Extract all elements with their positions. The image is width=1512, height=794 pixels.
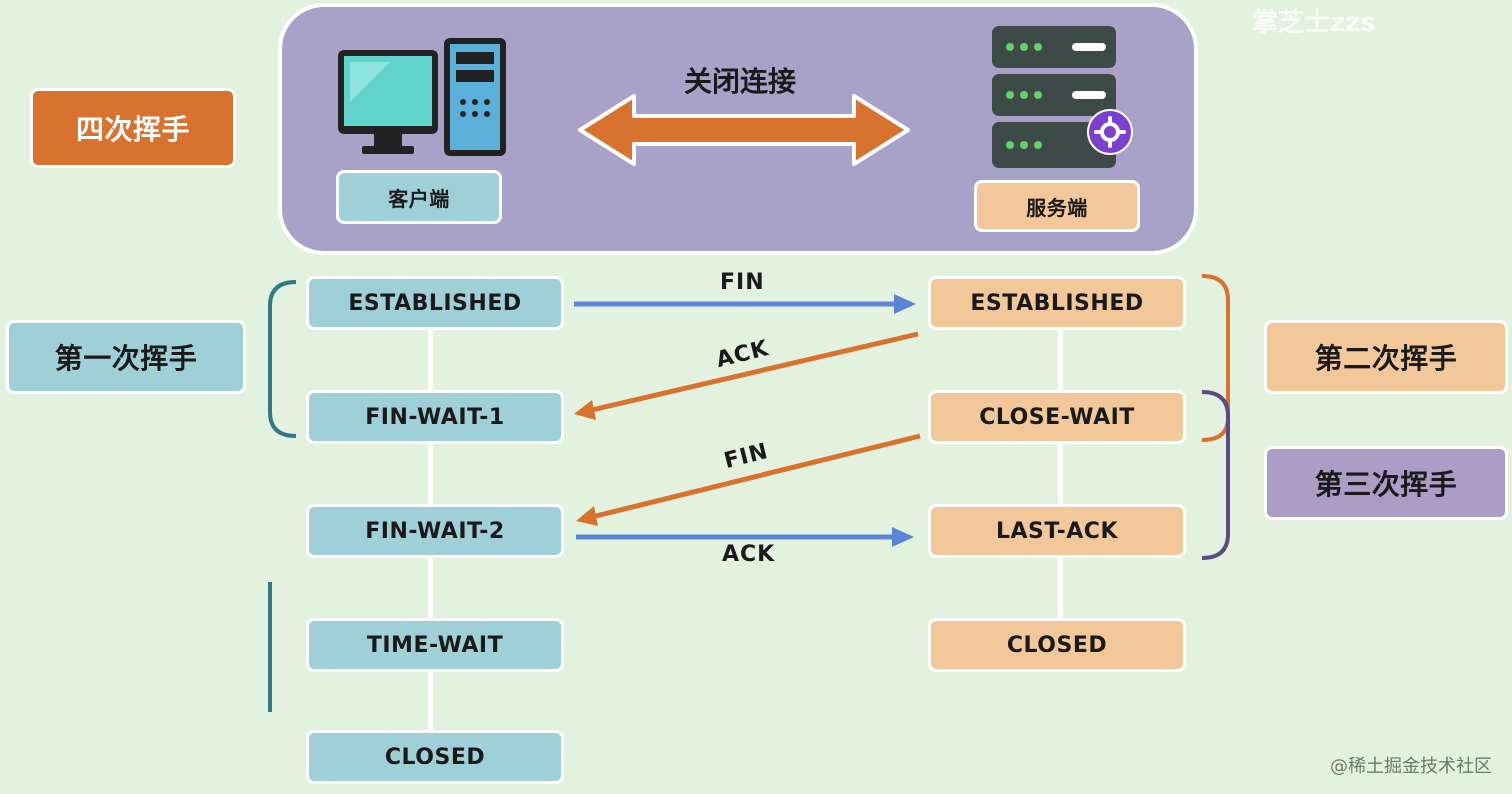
client-state-time-wait: TIME-WAIT: [306, 618, 564, 672]
server-label: 服务端: [974, 180, 1140, 232]
title-badge: 四次挥手: [30, 88, 236, 168]
ack-label-2: ACK: [722, 542, 776, 567]
server-timeline: [1058, 330, 1063, 622]
client-state-fin-wait-2: FIN-WAIT-2: [306, 504, 564, 558]
server-state-close-wait: CLOSE-WAIT: [928, 390, 1186, 444]
client-state-fin-wait-1: FIN-WAIT-1: [306, 390, 564, 444]
fin-arrow-1: [574, 294, 916, 314]
second-wave-bracket: [1201, 274, 1230, 442]
top-watermark: 掌芝士zzs: [1252, 8, 1376, 38]
ack-arrow-2: [576, 527, 914, 547]
server-state-last-ack: LAST-ACK: [928, 504, 1186, 558]
third-wave-bracket: [1201, 390, 1230, 560]
first-wave-label: 第一次挥手: [6, 320, 246, 394]
client-computer-icon: [338, 38, 506, 156]
fin-arrow-2: [576, 433, 921, 526]
server-state-closed: CLOSED: [928, 618, 1186, 672]
client-state-closed: CLOSED: [306, 730, 564, 784]
server-state-established: ESTABLISHED: [928, 276, 1186, 330]
ack-arrow-1: [574, 331, 919, 420]
first-wave-bracket: [268, 280, 297, 438]
fin-label-1: FIN: [720, 270, 765, 295]
bottom-watermark: @稀土掘金技术社区: [1330, 756, 1492, 777]
client-label: 客户端: [336, 170, 502, 224]
close-connection-label: 关闭连接: [683, 65, 796, 98]
bidirectional-arrow-icon: [578, 94, 910, 166]
client-state-established: ESTABLISHED: [306, 276, 564, 330]
third-wave-label: 第三次挥手: [1264, 446, 1508, 520]
server-icon: [992, 26, 1133, 168]
second-wave-label: 第二次挥手: [1264, 320, 1508, 394]
